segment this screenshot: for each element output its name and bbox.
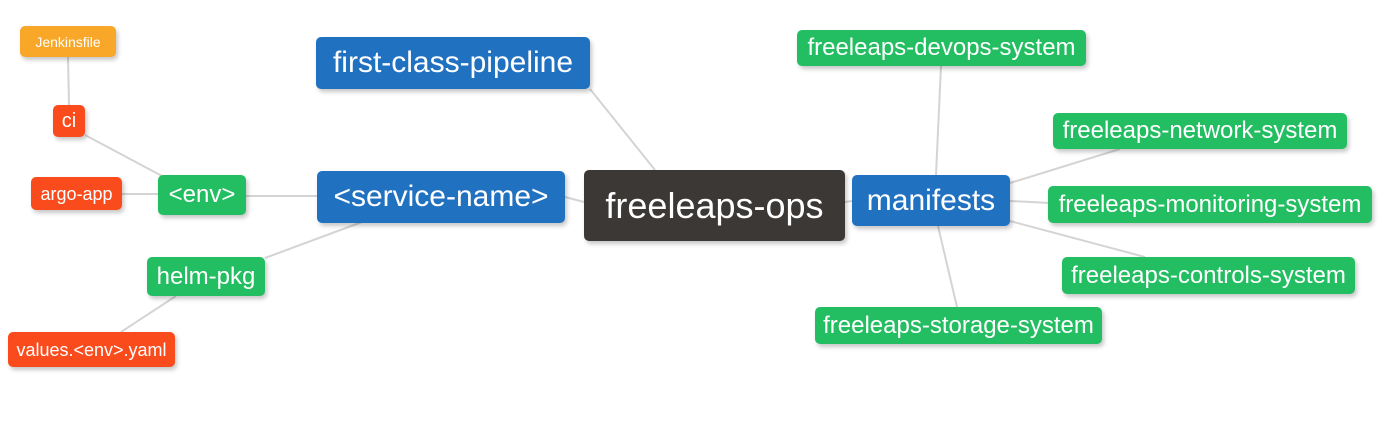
- edge-helm-pkg-service-name: [264, 221, 363, 259]
- edge-values-helm-pkg: [120, 295, 177, 333]
- node-network-system[interactable]: freeleaps-network-system: [1053, 113, 1347, 149]
- node-first-class-pipeline[interactable]: first-class-pipeline: [316, 37, 590, 89]
- node-manifests[interactable]: manifests: [852, 175, 1010, 226]
- node-monitoring-system[interactable]: freeleaps-monitoring-system: [1048, 186, 1372, 223]
- node-freeleaps-ops-root[interactable]: freeleaps-ops: [584, 170, 845, 241]
- node-values-env-yaml[interactable]: values.<env>.yaml: [8, 332, 175, 367]
- node-devops-system[interactable]: freeleaps-devops-system: [797, 30, 1086, 66]
- node-controls-system[interactable]: freeleaps-controls-system: [1062, 257, 1355, 294]
- edge-service-name-ops: [564, 196, 585, 203]
- node-ci[interactable]: ci: [53, 105, 85, 137]
- edge-pipeline-ops: [589, 88, 656, 171]
- edge-manifests-storage: [937, 225, 958, 308]
- edge-jenkinsfile-ci: [67, 56, 70, 106]
- node-helm-pkg[interactable]: helm-pkg: [147, 257, 265, 296]
- edge-manifests-controls: [1009, 220, 1146, 258]
- node-jenkinsfile[interactable]: Jenkinsfile: [20, 26, 116, 57]
- node-service-name[interactable]: <service-name>: [317, 171, 565, 223]
- edge-ci-env: [84, 134, 163, 177]
- node-storage-system[interactable]: freeleaps-storage-system: [815, 307, 1102, 344]
- node-env[interactable]: <env>: [158, 175, 246, 215]
- node-argo-app[interactable]: argo-app: [31, 177, 122, 210]
- edge-manifests-monitoring: [1009, 200, 1051, 204]
- edge-ops-manifests: [844, 200, 853, 203]
- edge-manifests-devops: [935, 65, 942, 176]
- edge-manifests-network: [1009, 148, 1121, 184]
